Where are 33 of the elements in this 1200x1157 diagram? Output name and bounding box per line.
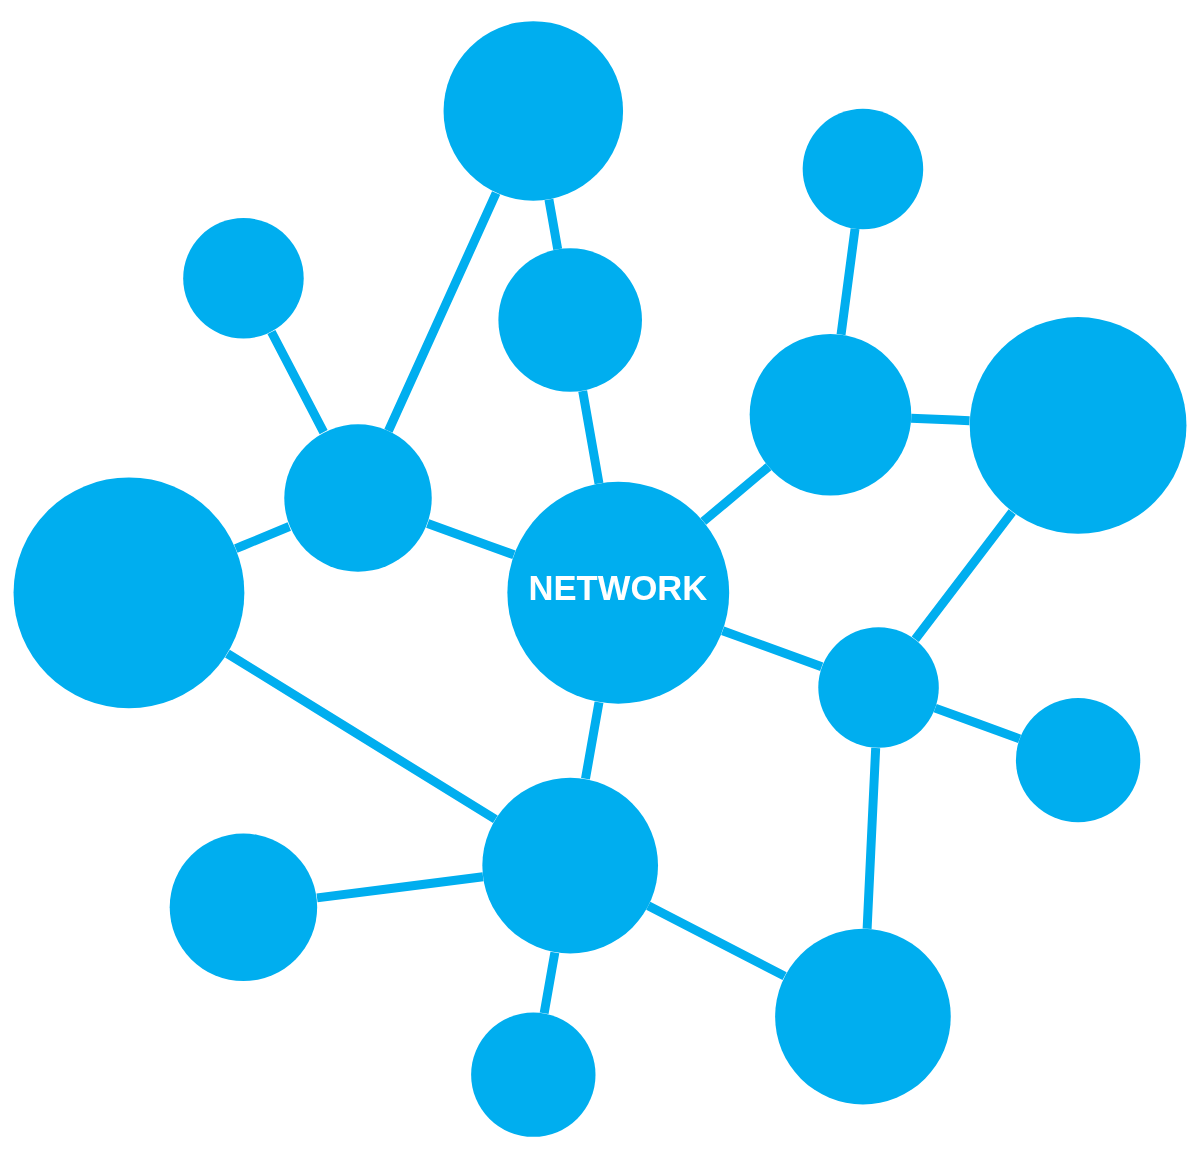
connector — [578, 389, 604, 484]
connector — [539, 951, 560, 1014]
node-circle — [775, 928, 951, 1104]
connector — [911, 508, 1016, 642]
node-circle — [471, 1012, 596, 1137]
connector — [426, 518, 516, 559]
node-circle — [169, 833, 318, 981]
connector — [234, 521, 291, 553]
connector — [316, 871, 484, 902]
node-circle — [802, 108, 924, 229]
node-circle — [498, 247, 642, 392]
connector — [836, 227, 860, 335]
connector — [646, 901, 787, 980]
connector — [384, 190, 501, 433]
node-circle — [482, 777, 658, 953]
connector — [911, 413, 970, 425]
connector — [721, 626, 824, 671]
connector — [267, 329, 328, 434]
node-circle — [818, 626, 939, 748]
node-circle — [443, 20, 624, 201]
connector — [544, 198, 563, 250]
node-circle — [284, 423, 432, 572]
connector — [581, 700, 604, 780]
node-circle — [1015, 697, 1141, 822]
connector — [862, 747, 881, 929]
connector — [700, 462, 772, 525]
node-circle — [969, 316, 1187, 534]
connector — [933, 703, 1022, 743]
node-circle — [749, 333, 912, 496]
node-circle — [13, 476, 245, 708]
connector — [225, 649, 498, 823]
node-circle — [183, 217, 304, 338]
node-circle: NETWORK — [507, 481, 730, 704]
